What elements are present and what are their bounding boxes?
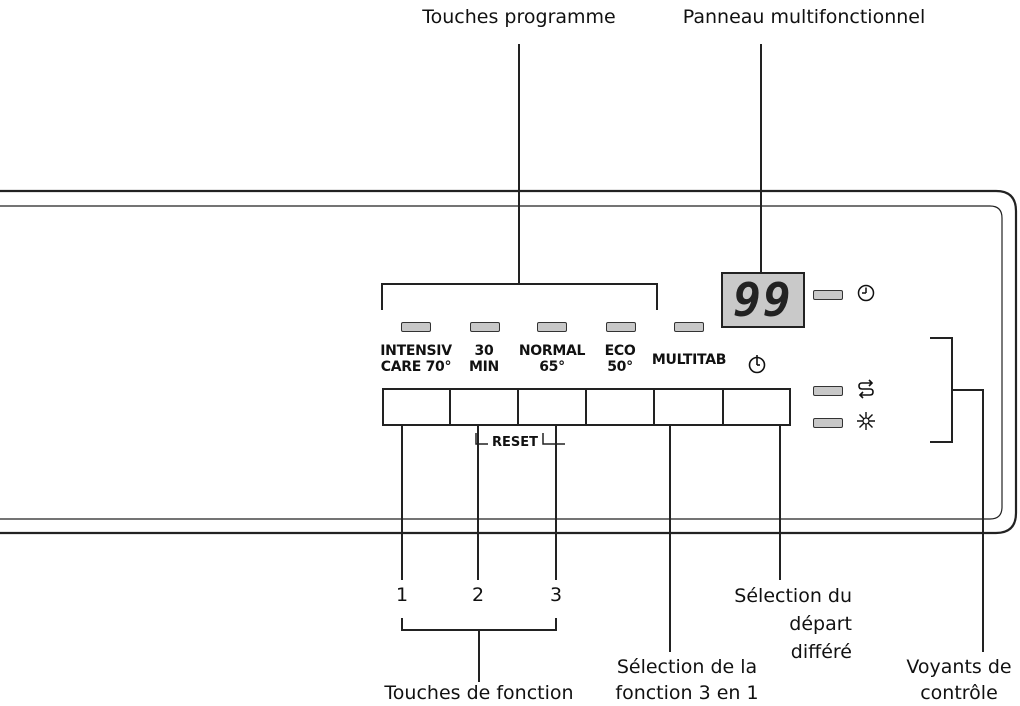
led-eco	[606, 322, 636, 332]
led-intensiv	[401, 322, 431, 332]
led-clock-indicator	[813, 290, 843, 300]
key-eco[interactable]	[585, 388, 655, 426]
led-rinse-aid-indicator	[813, 386, 843, 396]
led-30min	[470, 322, 500, 332]
key-delay-start[interactable]	[722, 388, 791, 426]
label-function-3in1: Sélection de la fonction 3 en 1	[615, 656, 759, 704]
key-normal[interactable]	[517, 388, 587, 426]
label-delay-select: Sélection du départ différé	[734, 585, 852, 663]
button-label-multitab: MULTITAB	[651, 352, 727, 368]
panel-outer	[0, 189, 1018, 535]
delay-timer-icon	[747, 354, 767, 378]
led-normal	[537, 322, 567, 332]
label-multi-panel: Panneau multifonctionnel	[682, 6, 926, 28]
key-intensiv[interactable]	[382, 388, 451, 426]
clock-icon	[857, 284, 875, 306]
reset-label: RESET	[487, 435, 543, 450]
function-number-3: 3	[549, 584, 563, 606]
key-30min[interactable]	[449, 388, 519, 426]
led-multitab	[674, 322, 704, 332]
function-number-2: 2	[471, 584, 485, 606]
rinse-aid-icon	[857, 379, 875, 403]
multi-function-display: 99	[721, 272, 805, 328]
key-multitab[interactable]	[653, 388, 724, 426]
label-indicators: Voyants de contrôle	[906, 656, 1012, 704]
label-program-keys: Touches programme	[422, 6, 616, 28]
label-function-keys: Touches de fonction	[384, 682, 574, 704]
panel-inner	[0, 205, 1003, 520]
salt-icon	[856, 411, 876, 435]
function-number-1: 1	[395, 584, 409, 606]
led-salt-indicator	[813, 418, 843, 428]
